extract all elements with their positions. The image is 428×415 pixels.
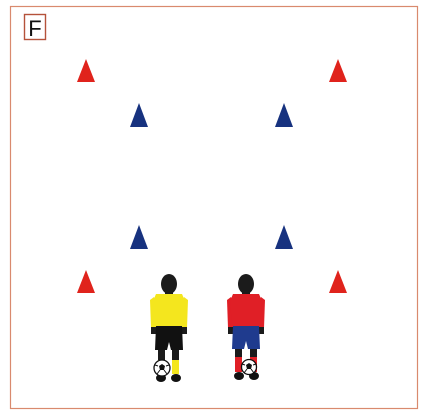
diagram-label: F: [28, 16, 41, 41]
ball-icon: [154, 360, 170, 376]
diagram-label-box: F: [25, 15, 46, 42]
ball-icon: [242, 360, 257, 375]
field-border: [11, 7, 418, 409]
